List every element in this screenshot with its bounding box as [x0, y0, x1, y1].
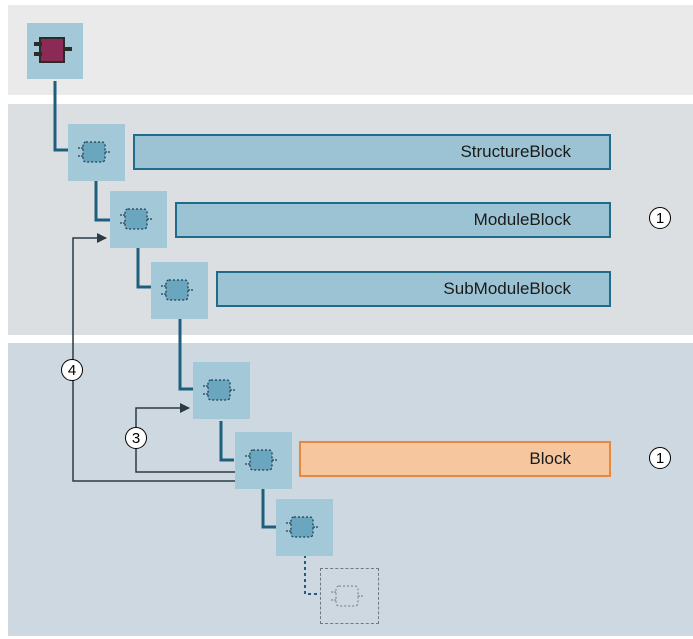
callout-three: 3: [125, 427, 147, 449]
connector-structure-module: [94, 181, 110, 222]
block-label[interactable]: Block: [299, 441, 611, 477]
structure-block-icon[interactable]: [68, 124, 125, 181]
submodule-block-label[interactable]: SubModuleBlock: [216, 271, 611, 307]
connector-submodule-block1: [178, 319, 193, 391]
callout-one-top: 1: [649, 207, 671, 229]
submodule-block-icon[interactable]: [151, 262, 208, 319]
callout-four: 4: [61, 359, 83, 381]
connector-block3-placeholder: [304, 555, 318, 595]
connector-root-structure: [53, 81, 68, 152]
callout-one-bottom: 1: [649, 447, 671, 469]
root-block-icon: [27, 23, 83, 79]
module-block-label[interactable]: ModuleBlock: [175, 202, 611, 238]
connector-block1-block2: [219, 421, 234, 462]
block-icon-level-1[interactable]: [193, 362, 250, 419]
connector-module-submodule: [136, 248, 151, 289]
top-band: [8, 5, 693, 95]
module-block-icon[interactable]: [110, 191, 167, 248]
connector-block2-block3: [261, 488, 276, 529]
bottom-band: [8, 343, 693, 636]
block-icon-level-3[interactable]: [276, 499, 333, 556]
structure-block-label[interactable]: StructureBlock: [133, 134, 611, 170]
placeholder-block-icon: [320, 568, 379, 624]
block-icon-level-2[interactable]: [235, 432, 292, 489]
